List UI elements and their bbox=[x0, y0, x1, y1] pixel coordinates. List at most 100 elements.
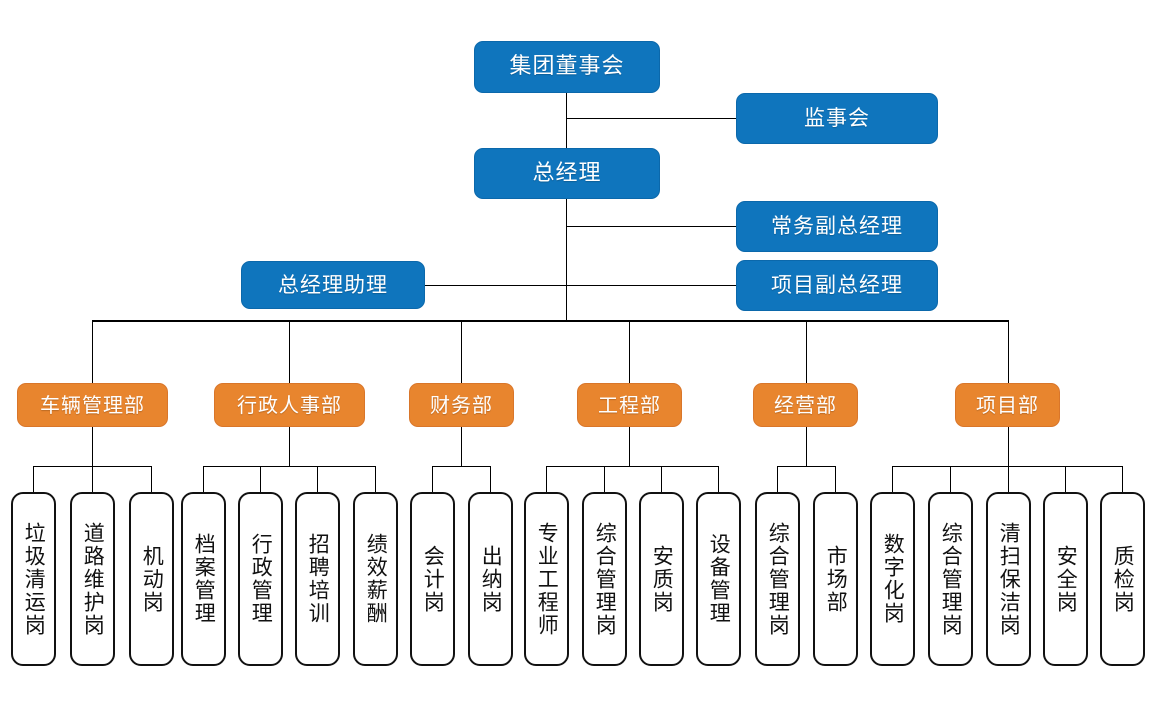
connector-leaf-drop bbox=[151, 466, 152, 492]
leaf-position-label: 设备管理 bbox=[707, 533, 732, 625]
node-gm-assistant-label: 总经理助理 bbox=[278, 272, 388, 297]
leaf-position[interactable]: 市场部 bbox=[813, 492, 858, 666]
node-department-label: 经营部 bbox=[774, 393, 837, 417]
connector-leaf-drop bbox=[835, 466, 836, 492]
leaf-position[interactable]: 专业工程师 bbox=[524, 492, 569, 666]
connector-leaf-drop bbox=[203, 466, 204, 492]
node-department-label: 财务部 bbox=[430, 393, 493, 417]
connector-leaf-drop bbox=[1122, 466, 1123, 492]
leaf-position-label: 综合管理岗 bbox=[766, 521, 791, 637]
node-general-manager[interactable]: 总经理 bbox=[474, 148, 660, 199]
leaf-position[interactable]: 数字化岗 bbox=[870, 492, 915, 666]
node-general-manager-label: 总经理 bbox=[532, 160, 602, 186]
node-exec-deputy-gm[interactable]: 常务副总经理 bbox=[736, 201, 938, 252]
connector-leaf-drop bbox=[92, 466, 93, 492]
leaf-position-label: 综合管理岗 bbox=[593, 521, 618, 637]
node-gm-assistant[interactable]: 总经理助理 bbox=[241, 261, 425, 309]
connector-leaf-drop bbox=[661, 466, 662, 492]
leaf-position-label: 专业工程师 bbox=[535, 521, 560, 637]
connector-drop-vehicle-management bbox=[92, 320, 93, 383]
leaf-position-label: 招聘培训 bbox=[306, 533, 331, 625]
connector-leaf-drop bbox=[33, 466, 34, 492]
leaf-position[interactable]: 综合管理岗 bbox=[582, 492, 627, 666]
leaf-position-label: 机动岗 bbox=[140, 544, 165, 614]
node-board[interactable]: 集团董事会 bbox=[474, 41, 660, 93]
node-supervisory-board-label: 监事会 bbox=[804, 106, 870, 130]
node-department-project[interactable]: 项目部 bbox=[955, 383, 1060, 427]
node-department-finance[interactable]: 财务部 bbox=[409, 383, 514, 427]
connector-leaf-drop bbox=[546, 466, 547, 492]
connector-gm-spine bbox=[566, 198, 567, 320]
leaf-position[interactable]: 出纳岗 bbox=[468, 492, 513, 666]
connector-stem-finance bbox=[461, 427, 462, 466]
connector-drop-operations bbox=[806, 320, 807, 383]
leaf-position[interactable]: 质检岗 bbox=[1100, 492, 1145, 666]
leaf-position-label: 垃圾清运岗 bbox=[22, 521, 47, 637]
leaf-position[interactable]: 道路维护岗 bbox=[70, 492, 115, 666]
leaf-position-label: 安质岗 bbox=[650, 544, 675, 614]
leaf-position-label: 出纳岗 bbox=[479, 544, 504, 614]
leaf-position[interactable]: 招聘培训 bbox=[295, 492, 340, 666]
connector-leaf-drop bbox=[950, 466, 951, 492]
leaf-position[interactable]: 综合管理岗 bbox=[755, 492, 800, 666]
leaf-position[interactable]: 会计岗 bbox=[410, 492, 455, 666]
node-department-vehicle-management[interactable]: 车辆管理部 bbox=[17, 383, 168, 427]
connector-gm-to-project-deputy bbox=[566, 285, 736, 286]
connector-leaf-drop bbox=[718, 466, 719, 492]
connector-leaf-drop bbox=[892, 466, 893, 492]
leaf-position[interactable]: 行政管理 bbox=[238, 492, 283, 666]
connector-leaf-drop bbox=[317, 466, 318, 492]
node-department-admin-hr[interactable]: 行政人事部 bbox=[214, 383, 365, 427]
leaf-position-label: 清扫保洁岗 bbox=[997, 521, 1022, 637]
connector-bus-project bbox=[892, 466, 1122, 467]
connector-leaf-drop bbox=[604, 466, 605, 492]
leaf-position-label: 会计岗 bbox=[421, 544, 446, 614]
connector-stem-project bbox=[1008, 427, 1009, 466]
node-department-operations[interactable]: 经营部 bbox=[753, 383, 858, 427]
connector-stem-engineering bbox=[629, 427, 630, 466]
connector-gm-spine-to-supervisory bbox=[566, 118, 736, 119]
leaf-position[interactable]: 安质岗 bbox=[639, 492, 684, 666]
connector-drop-finance bbox=[461, 320, 462, 383]
connector-leaf-drop bbox=[432, 466, 433, 492]
node-exec-deputy-gm-label: 常务副总经理 bbox=[771, 214, 903, 238]
leaf-position-label: 综合管理岗 bbox=[939, 521, 964, 637]
connector-stem-operations bbox=[806, 427, 807, 466]
leaf-position[interactable]: 安全岗 bbox=[1043, 492, 1088, 666]
connector-leaf-drop bbox=[375, 466, 376, 492]
leaf-position[interactable]: 综合管理岗 bbox=[928, 492, 973, 666]
connector-drop-project bbox=[1008, 320, 1009, 383]
leaf-position[interactable]: 清扫保洁岗 bbox=[986, 492, 1031, 666]
connector-gm-to-exec-deputy bbox=[566, 226, 736, 227]
connector-department-bus bbox=[92, 320, 1008, 322]
leaf-position-label: 安全岗 bbox=[1054, 544, 1079, 614]
connector-drop-admin-hr bbox=[289, 320, 290, 383]
connector-leaf-drop bbox=[777, 466, 778, 492]
node-department-label: 行政人事部 bbox=[237, 393, 342, 417]
leaf-position-label: 数字化岗 bbox=[881, 533, 906, 625]
connector-leaf-drop bbox=[260, 466, 261, 492]
node-project-deputy-gm[interactable]: 项目副总经理 bbox=[736, 260, 938, 311]
leaf-position-label: 行政管理 bbox=[249, 533, 274, 625]
leaf-position[interactable]: 设备管理 bbox=[696, 492, 741, 666]
leaf-position-label: 绩效薪酬 bbox=[364, 533, 389, 625]
node-department-label: 项目部 bbox=[976, 393, 1039, 417]
connector-drop-engineering bbox=[629, 320, 630, 383]
connector-stem-admin-hr bbox=[289, 427, 290, 466]
leaf-position[interactable]: 绩效薪酬 bbox=[353, 492, 398, 666]
connector-bus-engineering bbox=[546, 466, 718, 467]
leaf-position[interactable]: 档案管理 bbox=[181, 492, 226, 666]
connector-stem-vehicle-management bbox=[92, 427, 93, 466]
leaf-position[interactable]: 机动岗 bbox=[129, 492, 174, 666]
connector-gm-to-assistant bbox=[425, 285, 566, 286]
node-department-engineering[interactable]: 工程部 bbox=[577, 383, 682, 427]
node-board-label: 集团董事会 bbox=[509, 54, 625, 79]
connector-leaf-drop bbox=[1008, 466, 1009, 492]
node-department-label: 车辆管理部 bbox=[40, 393, 145, 417]
connector-bus-admin-hr bbox=[203, 466, 375, 467]
leaf-position[interactable]: 垃圾清运岗 bbox=[11, 492, 56, 666]
leaf-position-label: 市场部 bbox=[824, 544, 849, 614]
connector-leaf-drop bbox=[490, 466, 491, 492]
node-supervisory-board[interactable]: 监事会 bbox=[736, 93, 938, 144]
